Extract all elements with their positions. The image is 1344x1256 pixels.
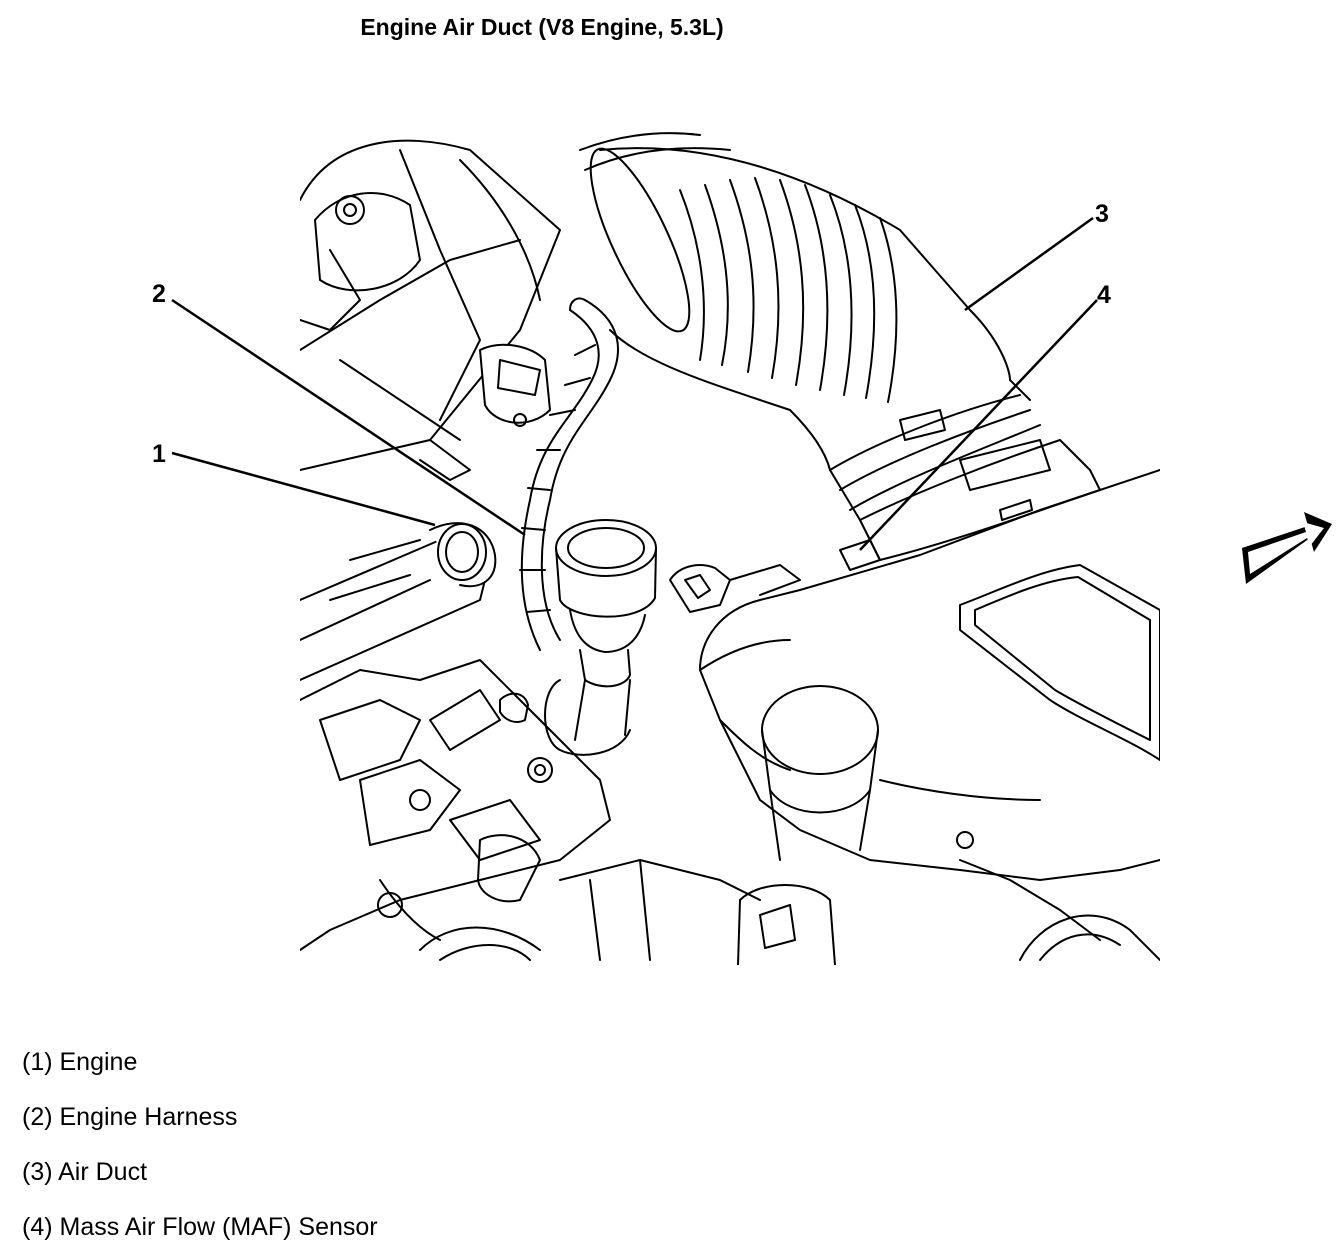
leader-line-4 xyxy=(859,299,1098,551)
callout-3: 3 xyxy=(1095,200,1109,228)
diagram-title: Engine Air Duct (V8 Engine, 5.3L) xyxy=(360,14,724,40)
air-cleaner-housing xyxy=(559,469,1160,965)
leader-line-3 xyxy=(964,216,1094,312)
air-duct xyxy=(579,132,1101,561)
leader-line-2 xyxy=(171,298,526,537)
callout-4: 4 xyxy=(1097,281,1111,309)
upper-engine-components xyxy=(300,139,561,481)
maf-connector xyxy=(669,539,881,613)
engine-harness xyxy=(519,297,619,651)
oil-filler xyxy=(544,519,657,756)
leader-line-1 xyxy=(171,451,436,527)
callout-1: 1 xyxy=(152,440,166,468)
legend-item-engine-harness: (2) Engine Harness xyxy=(22,1103,238,1131)
front-arrow-icon xyxy=(1242,512,1332,584)
engine-illustration: 1 2 3 4 xyxy=(152,132,1332,965)
leader-lines xyxy=(171,216,1098,551)
legend-item-engine: (1) Engine xyxy=(22,1048,138,1076)
callout-2: 2 xyxy=(152,280,166,308)
engine-block xyxy=(300,522,611,961)
legend-item-maf-sensor: (4) Mass Air Flow (MAF) Sensor xyxy=(22,1213,378,1241)
legend-item-air-duct: (3) Air Duct xyxy=(22,1158,148,1186)
